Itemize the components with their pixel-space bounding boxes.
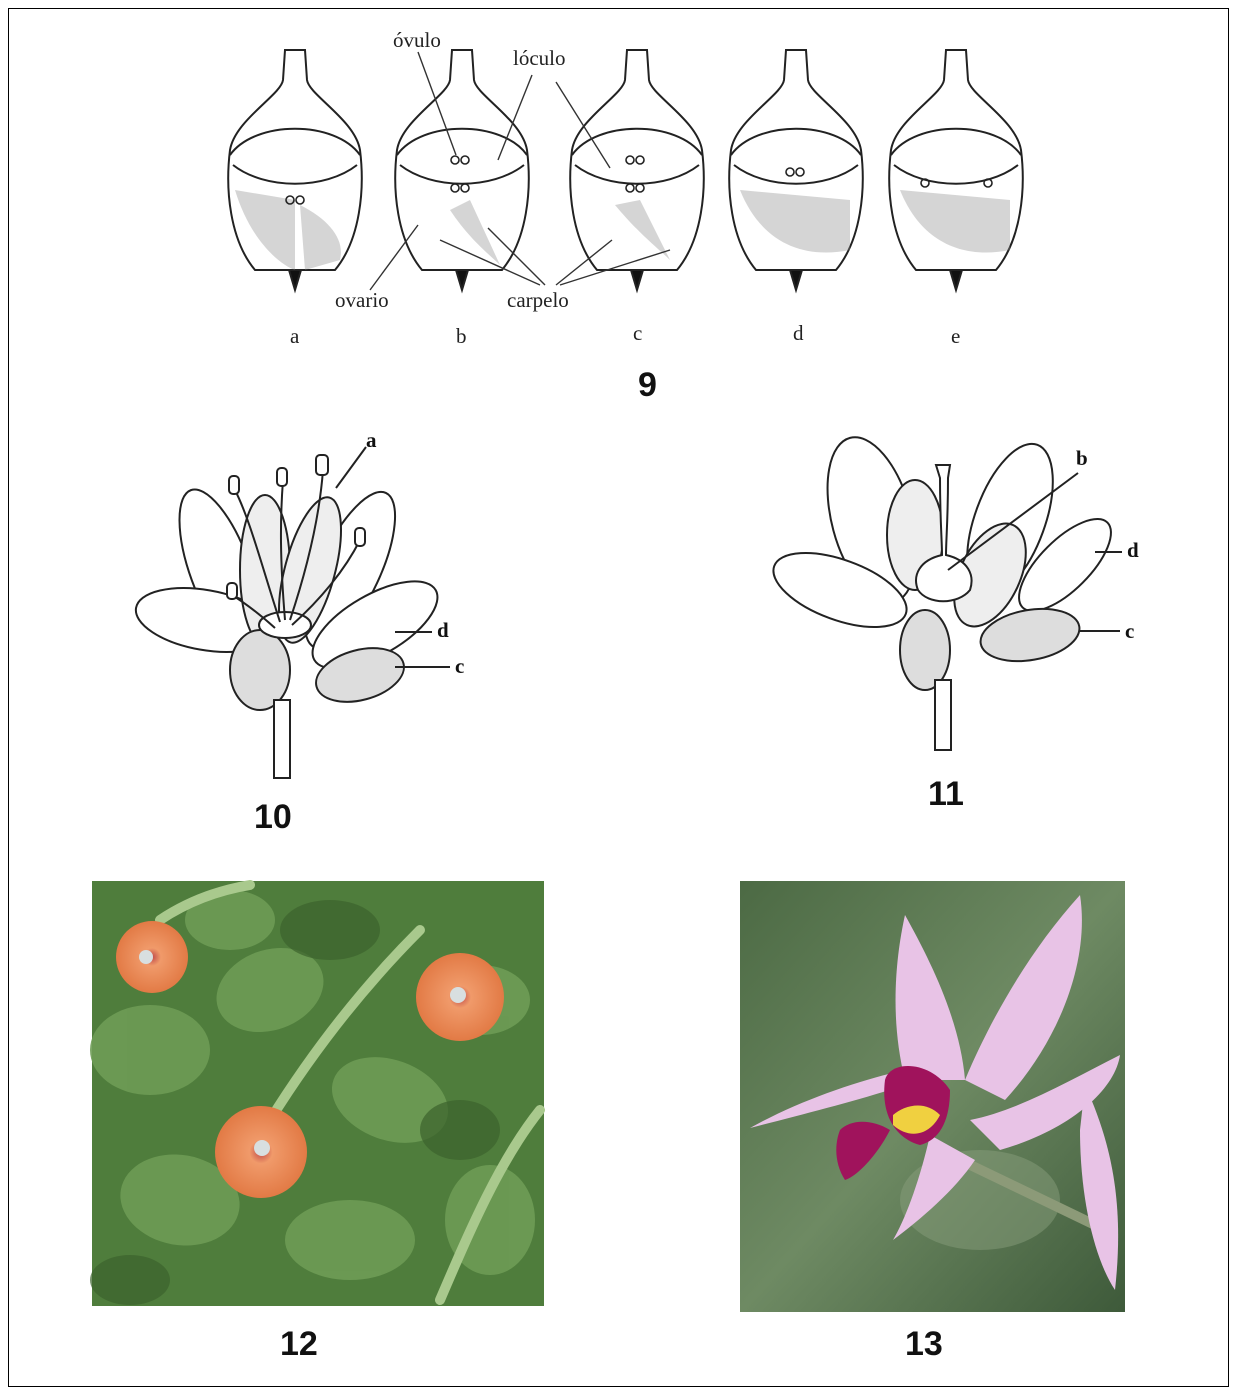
label-10-c: c — [455, 654, 464, 678]
figure-number-13: 13 — [905, 1325, 943, 1363]
figure-number-12: 12 — [280, 1325, 318, 1363]
figure-9-drawings — [228, 50, 1022, 290]
figure-11-drawing — [764, 428, 1125, 750]
panel-label-e: e — [951, 324, 960, 348]
figure-13-photo — [740, 881, 1125, 1312]
panel-label-a: a — [290, 324, 300, 348]
flower-12-2 — [416, 953, 504, 1041]
panel-label-c: c — [633, 321, 642, 345]
flower-12-1 — [116, 921, 188, 993]
figure-12-photo — [90, 881, 544, 1306]
label-10-a: a — [366, 428, 377, 452]
label-11-c: c — [1125, 619, 1134, 643]
figure-number-11: 11 — [928, 775, 964, 813]
label-carpelo: carpelo — [507, 288, 569, 312]
ovary-drawing-b — [395, 50, 528, 290]
label-loculo: lóculo — [513, 46, 566, 70]
label-11-b: b — [1076, 446, 1088, 470]
panel-label-d: d — [793, 321, 804, 345]
label-11-d: d — [1127, 538, 1139, 562]
figure-number-10: 10 — [254, 798, 292, 836]
figure-10-drawing — [131, 447, 451, 778]
label-ovulo: óvulo — [393, 28, 441, 52]
label-ovario: ovario — [335, 288, 389, 312]
flower-12-3 — [215, 1106, 307, 1198]
panel-label-b: b — [456, 324, 467, 348]
label-10-d: d — [437, 618, 449, 642]
ovary-drawing-e — [889, 50, 1022, 290]
ovary-drawing-c — [570, 50, 703, 290]
figure-number-9: 9 — [638, 366, 657, 404]
